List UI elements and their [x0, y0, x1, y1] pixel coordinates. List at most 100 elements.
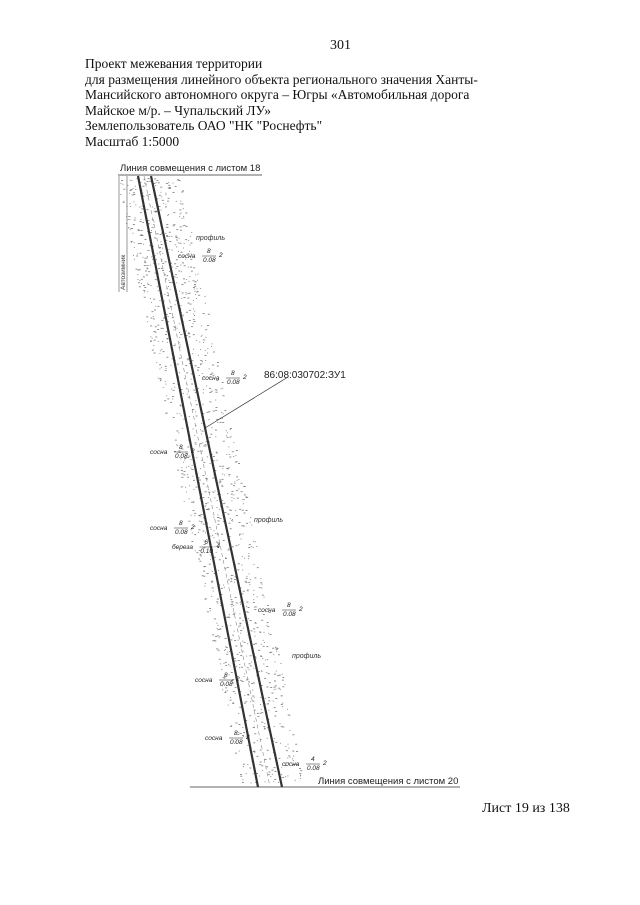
stipple-mark	[142, 185, 145, 187]
stipple-mark	[225, 646, 227, 648]
stipple-mark	[166, 342, 168, 343]
stipple-mark	[166, 356, 169, 358]
stipple-mark	[142, 256, 144, 258]
stipple-mark	[198, 388, 200, 389]
stipple-mark	[179, 404, 181, 406]
stipple-mark	[188, 320, 191, 321]
stipple-mark	[228, 467, 230, 468]
stipple-mark	[176, 266, 179, 267]
stipple-mark	[238, 544, 240, 546]
stipple-mark	[130, 228, 132, 230]
stipple-mark	[211, 346, 212, 347]
stipple-mark	[199, 555, 202, 557]
stipple-mark	[226, 653, 229, 655]
stipple-mark	[285, 746, 287, 747]
stipple-mark	[199, 553, 202, 555]
stipple-mark	[187, 396, 190, 398]
stipple-mark	[216, 459, 218, 461]
stipple-mark	[232, 682, 235, 684]
stipple-mark	[188, 439, 189, 441]
stipple-mark	[225, 558, 227, 559]
stipple-mark	[253, 742, 256, 744]
stipple-mark	[131, 228, 134, 229]
stipple-mark	[251, 683, 254, 684]
stipple-mark	[232, 520, 234, 522]
stipple-mark	[201, 423, 203, 424]
parcel-boundary-left	[136, 175, 260, 788]
stipple-mark	[280, 742, 281, 744]
stipple-mark	[243, 676, 245, 677]
stipple-mark	[150, 285, 152, 286]
stipple-mark	[168, 214, 170, 215]
stipple-mark	[217, 542, 220, 544]
stipple-mark	[254, 541, 256, 543]
stipple-mark	[222, 395, 225, 397]
stipple-mark	[221, 382, 224, 383]
stipple-mark	[169, 187, 171, 189]
stipple-mark	[252, 695, 255, 697]
stipple-mark	[243, 641, 246, 643]
stipple-mark	[191, 541, 194, 542]
forest-species: береза	[172, 543, 193, 551]
stipple-mark	[280, 663, 282, 664]
stipple-mark	[249, 521, 251, 523]
stipple-mark	[281, 774, 283, 775]
stipple-mark	[164, 261, 167, 263]
stipple-mark	[174, 186, 177, 187]
stipple-mark	[234, 660, 237, 662]
stipple-mark	[166, 395, 168, 397]
stipple-mark	[273, 767, 276, 769]
stipple-mark	[168, 286, 169, 287]
stipple-mark	[239, 733, 242, 734]
stipple-mark	[268, 709, 270, 711]
stipple-mark	[222, 503, 225, 505]
stipple-mark	[217, 517, 220, 518]
stipple-mark	[165, 192, 167, 194]
stipple-mark	[206, 478, 208, 480]
stipple-mark	[197, 532, 199, 533]
stipple-mark	[292, 760, 294, 761]
match-line-bottom-label: Линия совмещения с листом 20	[318, 776, 458, 787]
forest-density: 0.08	[283, 611, 296, 618]
stipple-mark	[150, 336, 152, 338]
stipple-mark	[141, 205, 143, 207]
forest-density: 0.08	[175, 453, 188, 460]
stipple-mark	[172, 383, 175, 384]
stipple-mark	[229, 428, 232, 429]
forest-height: 4	[311, 756, 315, 763]
stipple-mark	[161, 199, 164, 201]
stipple-mark	[228, 617, 231, 618]
forest-density: 0.10	[200, 548, 213, 555]
stipple-mark	[282, 777, 285, 778]
stipple-mark	[142, 276, 145, 278]
stipple-mark	[168, 231, 171, 233]
stipple-mark	[134, 185, 136, 187]
stipple-mark	[161, 259, 163, 260]
stipple-mark	[146, 183, 148, 185]
stipple-mark	[225, 647, 228, 648]
stipple-mark	[260, 578, 262, 579]
stipple-mark	[242, 590, 245, 592]
stipple-mark	[274, 661, 276, 663]
stipple-mark	[183, 297, 186, 298]
stipple-mark	[170, 364, 172, 366]
stipple-mark	[198, 514, 201, 516]
stipple-mark	[206, 411, 209, 413]
stipple-mark	[184, 458, 187, 459]
stipple-mark	[180, 389, 183, 390]
stipple-mark	[253, 720, 255, 722]
stipple-mark	[194, 534, 197, 536]
stipple-mark	[189, 485, 191, 487]
stipple-mark	[164, 317, 166, 319]
stipple-mark	[180, 334, 183, 335]
stipple-mark	[287, 757, 289, 759]
stipple-mark	[204, 296, 206, 297]
stipple-mark	[137, 230, 140, 231]
stipple-mark	[207, 508, 210, 510]
stipple-mark	[259, 631, 262, 633]
stipple-mark	[222, 689, 224, 691]
stipple-mark	[242, 503, 244, 505]
stipple-mark	[300, 774, 302, 776]
stipple-mark	[160, 380, 162, 382]
